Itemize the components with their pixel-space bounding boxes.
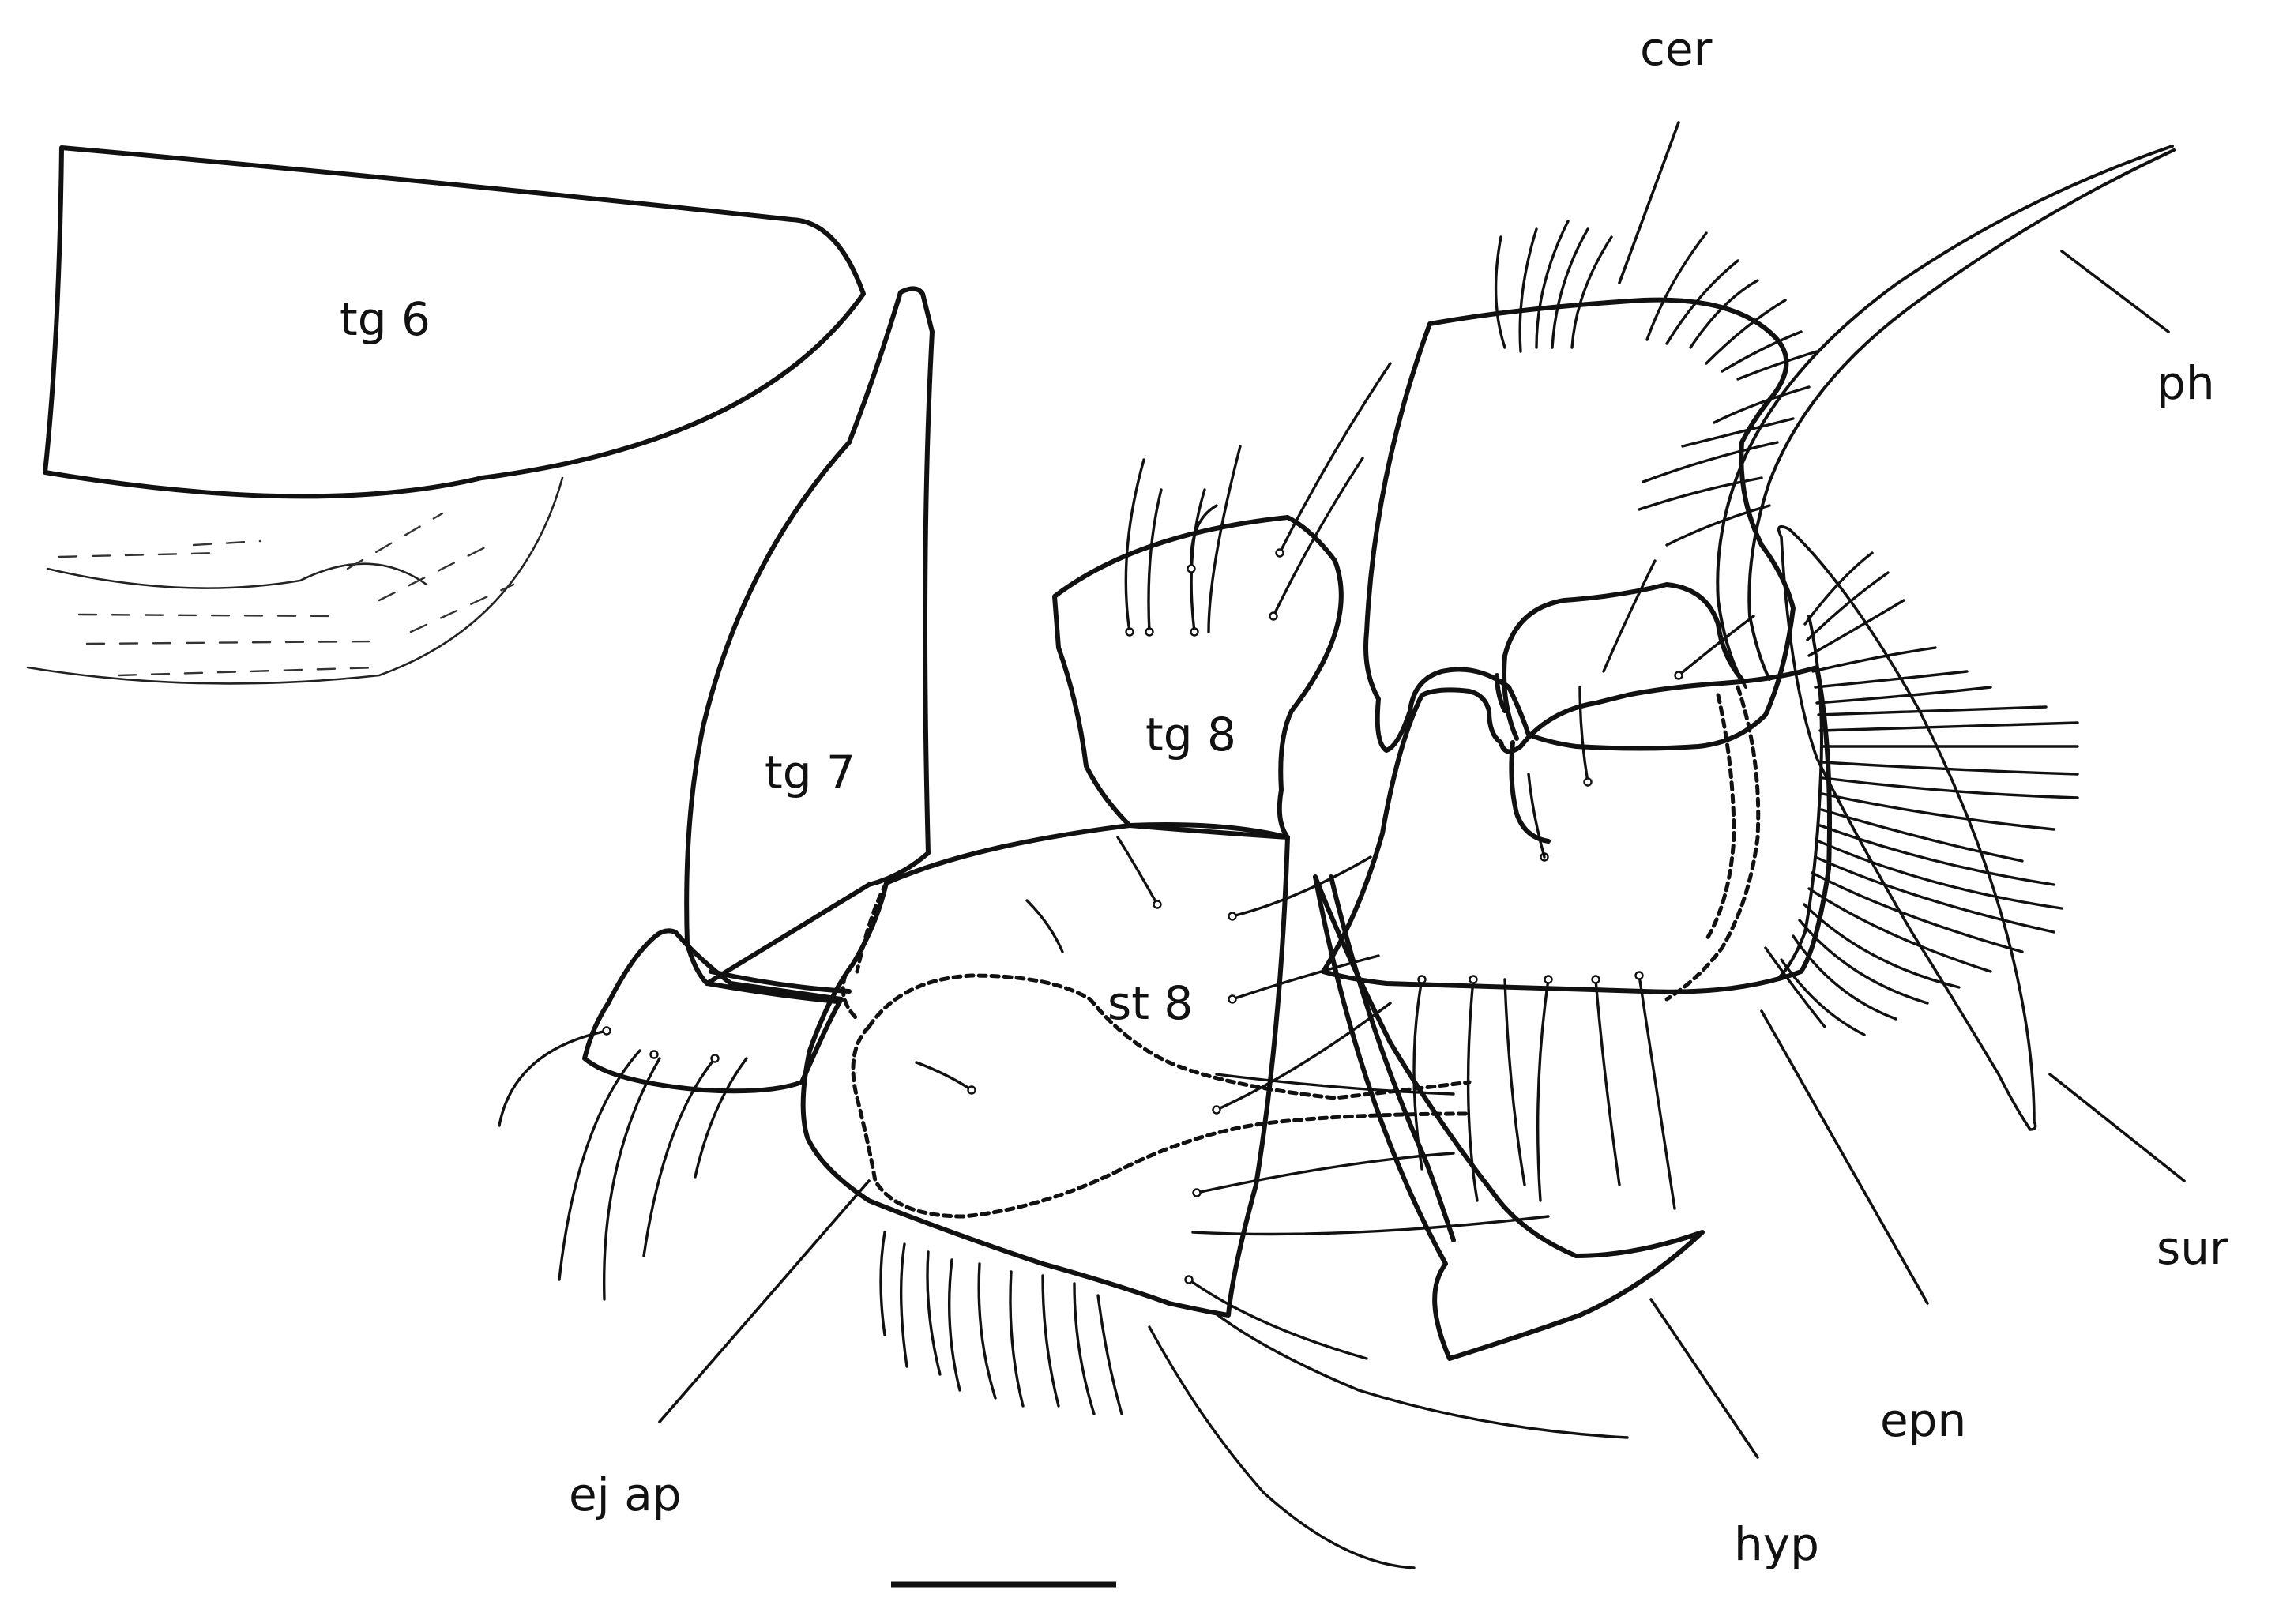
label-tg8: tg 8 [1145, 708, 1236, 761]
leader-epn [1760, 1009, 1929, 1305]
label-ph: ph [2157, 356, 2215, 410]
hypandrium [1313, 874, 1705, 1361]
label-epn: epn [1880, 1393, 1966, 1447]
label-hyp: hyp [1734, 1517, 1819, 1571]
sternite-8-ventral-setae [879, 1231, 1123, 1415]
cercus-setae [1494, 220, 1818, 862]
epandrium [1321, 665, 1832, 1210]
ejaculatory-apodeme [841, 973, 1472, 1219]
label-st8: st 8 [1108, 976, 1193, 1030]
sternite-7 [498, 928, 852, 1301]
cercus [1363, 220, 1818, 862]
epandrium-setae [1412, 971, 1676, 1210]
leader-sur [2048, 1073, 2186, 1182]
leader-ph [2060, 250, 2170, 333]
leader-ej-ap [658, 1179, 871, 1423]
label-cer: cer [1640, 22, 1713, 76]
surstylus [1664, 524, 2037, 1131]
sternite-7-setae [498, 1026, 748, 1301]
tergite-6-membrane-marks [58, 512, 515, 677]
epandrium-posterior-setae [1764, 551, 2079, 1036]
sternite-8 [800, 822, 1629, 1569]
tergite-8 [1052, 362, 1392, 840]
label-tg6: tg 6 [340, 292, 431, 346]
label-sur: sur [2157, 1221, 2228, 1275]
label-ej-ap: ej ap [569, 1468, 682, 1521]
sternite-8-long-setae [1148, 1310, 1629, 1569]
label-tg7: tg 7 [765, 746, 856, 799]
tergite-6 [26, 145, 866, 685]
leader-hyp [1649, 1298, 1759, 1459]
leader-lines [658, 121, 2186, 1459]
phallus [1716, 145, 2176, 689]
figure-labels: tg 6 tg 7 tg 8 st 8 cer ph sur epn hyp e… [340, 22, 2228, 1571]
sternite-8-setae [915, 836, 1550, 1360]
leader-cer [1618, 121, 1680, 284]
tergite-8-setae [1124, 362, 1392, 637]
